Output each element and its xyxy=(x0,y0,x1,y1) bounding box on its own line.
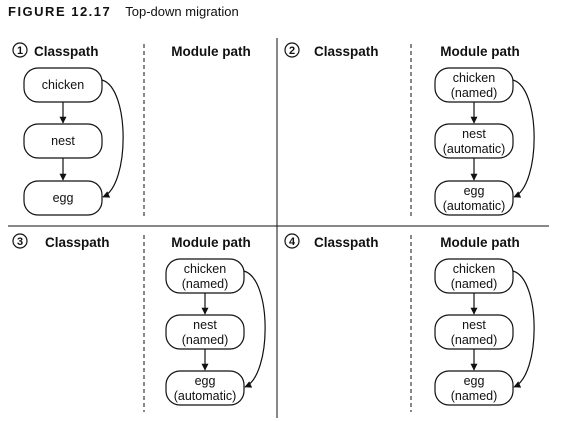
node-type-label: (named) xyxy=(451,333,498,347)
classpath-heading: Classpath xyxy=(314,44,379,59)
panel-number-badge xyxy=(284,233,300,249)
classpath-heading: Classpath xyxy=(314,235,379,250)
figure-caption: Top-down migration xyxy=(125,3,239,19)
node-box xyxy=(434,180,514,216)
node-type-label: (named) xyxy=(451,86,498,100)
panel-number: 2 xyxy=(289,45,295,57)
node-nest: nest xyxy=(23,123,103,159)
node-label: chicken xyxy=(42,78,84,92)
node-label: nest xyxy=(462,127,486,141)
node-box xyxy=(23,180,103,216)
panel-number-badge xyxy=(12,233,28,249)
node-nest: nest (automatic) xyxy=(434,123,514,159)
node-label: egg xyxy=(464,374,485,388)
panel-1: 1 Classpath Module path chicken nest egg xyxy=(12,42,251,216)
node-chicken: chicken (named) xyxy=(434,67,514,103)
panel-number-badge xyxy=(284,42,300,58)
node-type-label: (named) xyxy=(182,277,229,291)
node-label: egg xyxy=(464,184,485,198)
panel-number: 3 xyxy=(17,236,23,248)
node-type-label: (named) xyxy=(451,389,498,403)
node-type-label: (automatic) xyxy=(443,199,506,213)
module-path-heading: Module path xyxy=(440,44,520,59)
node-nest: nest (named) xyxy=(434,314,514,350)
module-path-heading: Module path xyxy=(440,235,520,250)
figure-label: FIGURE 12.17 xyxy=(8,3,112,19)
node-type-label: (automatic) xyxy=(174,389,237,403)
panel-2: 2 Classpath Module path chicken (named) … xyxy=(284,42,535,216)
node-label: chicken xyxy=(184,262,226,276)
panel-number-badge xyxy=(12,42,28,58)
dependency-arrow xyxy=(101,79,124,198)
node-egg: egg xyxy=(23,180,103,216)
classpath-heading: Classpath xyxy=(45,235,110,250)
node-egg: egg (automatic) xyxy=(165,370,245,406)
node-label: egg xyxy=(195,374,216,388)
node-label: chicken xyxy=(453,71,495,85)
dependency-arrow xyxy=(243,270,266,388)
panel-number: 1 xyxy=(17,45,23,57)
node-label: nest xyxy=(51,134,75,148)
node-label: chicken xyxy=(453,262,495,276)
panel-3: 3 Classpath Module path chicken (named) … xyxy=(12,233,266,412)
node-label: nest xyxy=(462,318,486,332)
node-type-label: (named) xyxy=(182,333,229,347)
node-type-label: (automatic) xyxy=(443,142,506,156)
node-type-label: (named) xyxy=(451,277,498,291)
module-path-heading: Module path xyxy=(171,235,251,250)
node-box xyxy=(434,370,514,406)
dependency-arrow xyxy=(512,270,535,388)
node-egg: egg (named) xyxy=(434,370,514,406)
panel-number: 4 xyxy=(289,236,296,248)
dependency-arrow xyxy=(512,79,535,198)
figure-title: FIGURE 12.17 Top-down migration xyxy=(8,3,239,19)
node-box xyxy=(165,370,245,406)
node-egg: egg (automatic) xyxy=(434,180,514,216)
classpath-heading: Classpath xyxy=(34,44,99,59)
node-chicken: chicken xyxy=(23,67,103,103)
node-label: nest xyxy=(193,318,217,332)
node-chicken: chicken (named) xyxy=(434,258,514,294)
node-nest: nest (named) xyxy=(165,314,245,350)
node-chicken: chicken (named) xyxy=(165,258,245,294)
node-label: egg xyxy=(53,191,74,205)
module-path-heading: Module path xyxy=(171,44,251,59)
panel-4: 4 Classpath Module path chicken (named) … xyxy=(284,233,535,412)
